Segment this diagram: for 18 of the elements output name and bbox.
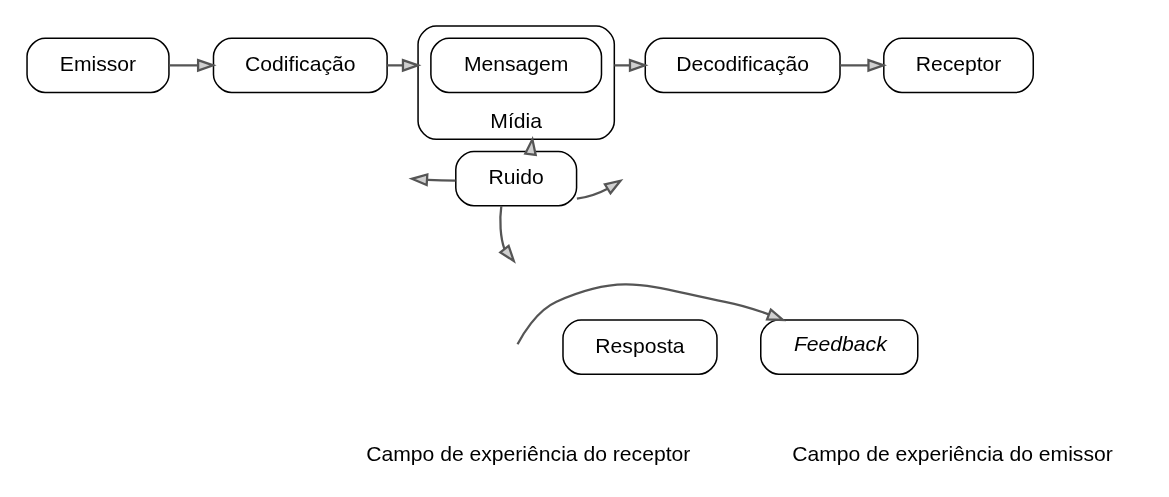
node-box: Resposta [562, 319, 718, 375]
arrow [576, 178, 624, 200]
node-box: Emissor [26, 37, 170, 94]
arrow [516, 283, 787, 345]
arrow [840, 58, 887, 73]
node-box: Codificação [212, 37, 388, 94]
arrow [498, 205, 516, 264]
arrow [614, 58, 649, 73]
label: Campo de experiência do receptor [366, 442, 691, 466]
node-box: Feedback [760, 319, 919, 375]
arrow [523, 135, 538, 157]
node-box: Mensagem [430, 37, 603, 94]
node-box: Receptor [883, 37, 1034, 94]
arrow [387, 58, 422, 73]
node-box: Decodificação [644, 37, 841, 94]
arrow [169, 58, 217, 73]
arrow [408, 172, 456, 187]
label: Campo de experiência do emissor [792, 442, 1113, 466]
